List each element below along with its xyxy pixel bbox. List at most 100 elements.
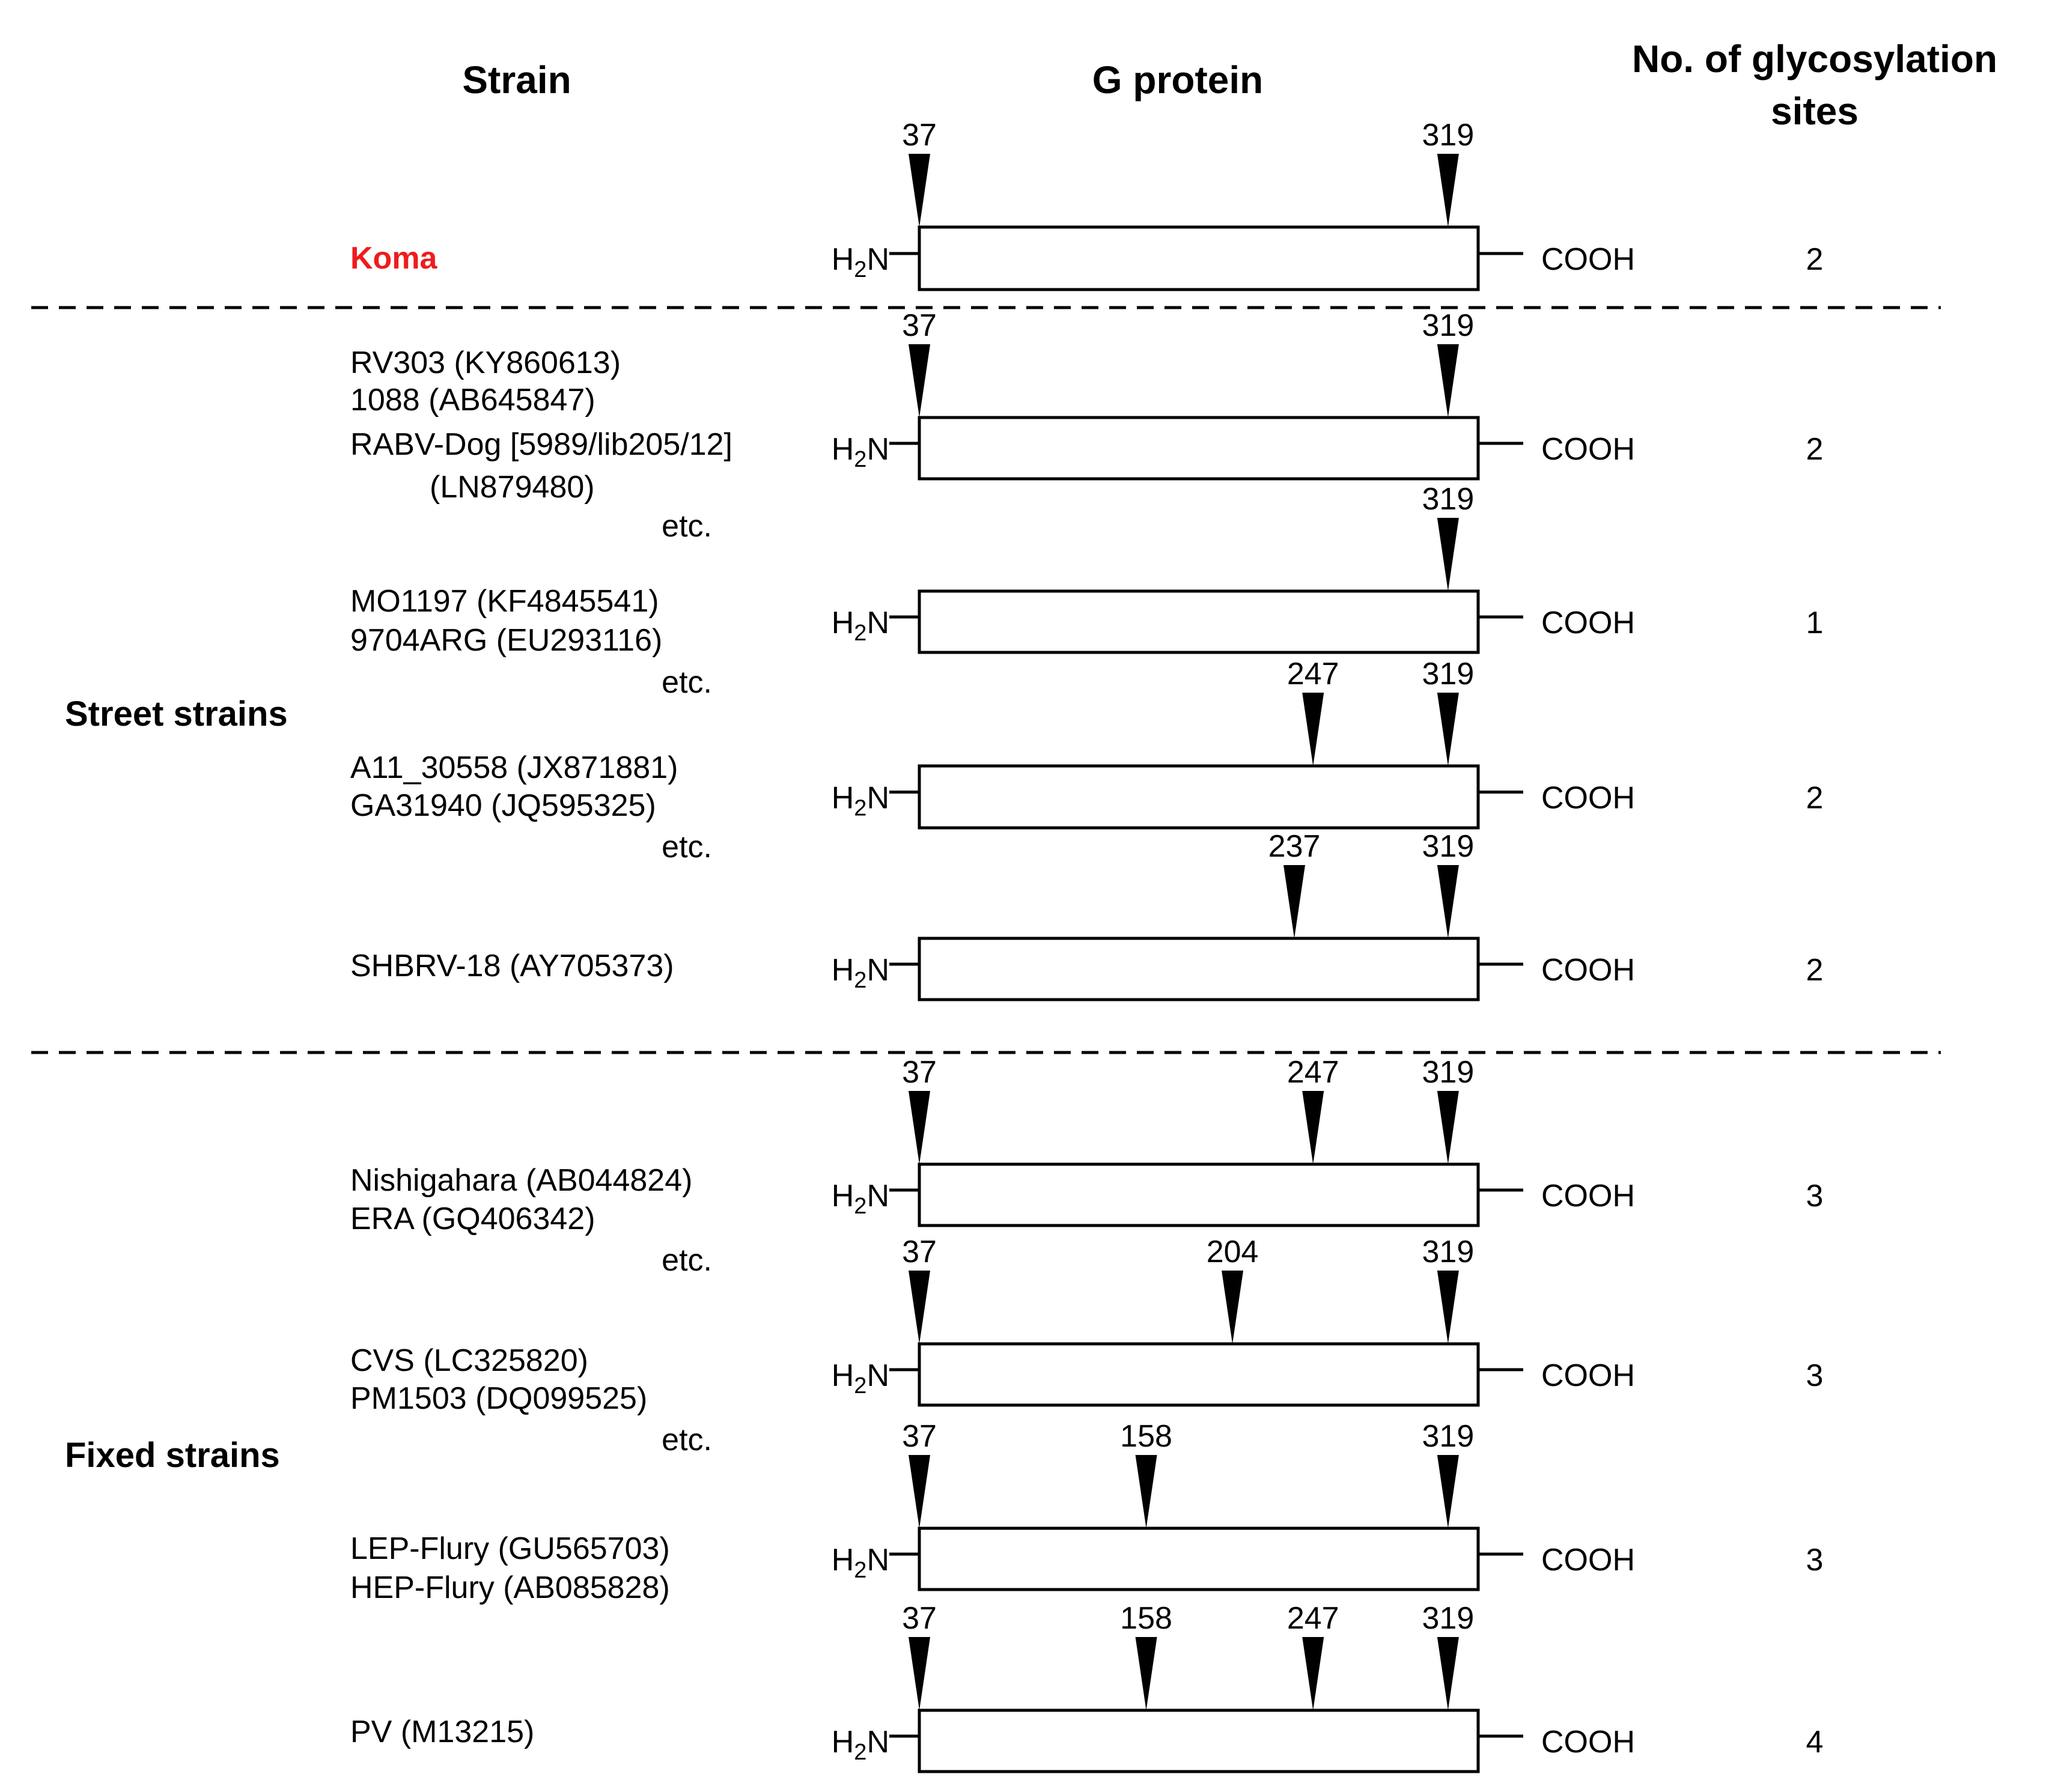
protein-row: LEP-Flury (GU565703) HEP-Flury (AB085828)… (350, 1419, 1823, 1605)
glycosylation-site-marker (1302, 1091, 1324, 1164)
glycosylation-site-label: 204 (1207, 1235, 1259, 1269)
glycosylation-site-label: 37 (902, 1055, 937, 1090)
glycosylation-site-label: 247 (1287, 1055, 1339, 1090)
glycosylation-site-label: 319 (1422, 1419, 1474, 1454)
glycosylation-site-marker (909, 1091, 931, 1164)
strain-label: etc. (662, 830, 712, 864)
strain-label: HEP-Flury (AB085828) (350, 1570, 670, 1605)
header-sites-line2: sites (1771, 90, 1859, 133)
c-terminus-label: COOH (1541, 1179, 1635, 1213)
glycosylation-site-marker (1437, 154, 1459, 227)
glycosylation-site-label: 319 (1422, 118, 1474, 153)
g-protein-bar (918, 764, 1480, 830)
site-count: 2 (1806, 242, 1824, 277)
c-terminus-label: COOH (1541, 432, 1635, 467)
g-protein-bar (918, 937, 1480, 1001)
site-count: 2 (1806, 953, 1824, 988)
header-g-protein: G protein (1092, 58, 1263, 102)
n-terminus-label: H2N (832, 1179, 889, 1219)
glycosylation-site-label: 319 (1422, 657, 1474, 691)
protein-row: Nishigahara (AB044824)ERA (GQ406342)etc.… (350, 1055, 1823, 1278)
protein-row: Koma H2N COOH 37 319 2 (350, 118, 1824, 291)
glycosylation-site-label: 158 (1120, 1419, 1172, 1454)
n-terminus-label: H2N (832, 242, 889, 282)
n-terminus-label: H2N (832, 606, 889, 646)
glycosylation-site-marker (1135, 1455, 1157, 1528)
header-strain: Strain (462, 58, 571, 102)
strain-label: RABV-Dog [5989/lib205/12] (350, 427, 732, 462)
glycosylation-site-marker (1283, 865, 1306, 938)
protein-row: MO1197 (KF4845541)9704ARG (EU293116)etc.… (350, 482, 1823, 700)
strain-label: CVS (LC325820) (350, 1343, 588, 1378)
header-sites-line1: No. of glycosylation (1632, 37, 1997, 80)
strain-label: PV (M13215) (350, 1715, 534, 1749)
glycosylation-site-marker (909, 1637, 931, 1710)
protein-row: RV303 (KY860613)1088 (AB645847) RABV-Dog … (350, 308, 1823, 544)
glycosylation-site-label: 37 (902, 118, 937, 153)
strain-label: GA31940 (JQ595325) (350, 788, 656, 823)
strain-label: etc. (662, 665, 712, 700)
strain-label: 1088 (AB645847) (350, 383, 595, 418)
group-label-fixed: Fixed strains (65, 1436, 280, 1475)
glycosylation-site-marker (909, 1271, 931, 1344)
glycosylation-site-marker (1302, 693, 1324, 766)
glycosylation-site-marker (1437, 865, 1459, 938)
glycosylation-site-label: 319 (1422, 829, 1474, 864)
strain-label: (LN879480) (430, 470, 595, 505)
n-terminus-label: H2N (832, 432, 889, 472)
site-count: 2 (1806, 432, 1824, 467)
g-protein-bar (918, 225, 1480, 291)
c-terminus-label: COOH (1541, 953, 1635, 988)
n-terminus-label: H2N (832, 781, 889, 821)
n-terminus-label: H2N (832, 1725, 889, 1765)
glycosylation-site-label: 319 (1422, 1055, 1474, 1090)
strain-label: ERA (GQ406342) (350, 1201, 595, 1236)
site-count: 2 (1806, 781, 1824, 816)
strain-label: RV303 (KY860613) (350, 345, 621, 380)
glycosylation-site-marker (909, 154, 931, 227)
site-count: 3 (1806, 1358, 1824, 1393)
glycosylation-site-label: 158 (1120, 1601, 1172, 1636)
glycosylation-site-label: 247 (1287, 1601, 1339, 1636)
c-terminus-label: COOH (1541, 606, 1635, 640)
glycosylation-site-marker (1437, 1271, 1459, 1344)
glycosylation-site-label: 37 (902, 1419, 937, 1454)
glycosylation-site-label: 247 (1287, 657, 1339, 691)
strain-label: etc. (662, 1423, 712, 1457)
strain-label: 9704ARG (EU293116) (350, 623, 662, 658)
n-terminus-label: H2N (832, 1543, 889, 1583)
strain-label: MO1197 (KF4845541) (350, 584, 659, 619)
glycosylation-site-label: 319 (1422, 1601, 1474, 1636)
g-protein-bar (918, 1342, 1480, 1407)
glycosylation-site-label: 319 (1422, 1235, 1474, 1269)
site-count: 1 (1806, 606, 1824, 640)
strain-label: PM1503 (DQ099525) (350, 1381, 647, 1416)
strain-label: etc. (662, 509, 712, 544)
glycosylation-site-marker (1437, 344, 1459, 418)
strain-label: Nishigahara (AB044824) (350, 1163, 692, 1198)
g-protein-bar (918, 416, 1480, 481)
c-terminus-label: COOH (1541, 781, 1635, 816)
group-label-street: Street strains (65, 694, 288, 734)
glycosylation-site-label: 37 (902, 1601, 937, 1636)
site-count: 3 (1806, 1543, 1824, 1578)
g-protein-bar (918, 1162, 1480, 1227)
glycosylation-site-label: 37 (902, 308, 937, 343)
glycosylation-site-marker (909, 344, 931, 418)
glycosylation-site-marker (1302, 1637, 1324, 1710)
glycosylation-site-marker (1437, 1091, 1459, 1164)
glycosylation-site-marker (1437, 518, 1459, 591)
site-count: 4 (1806, 1725, 1824, 1760)
glycosylation-site-marker (1437, 1455, 1459, 1528)
strain-label: Koma (350, 241, 438, 276)
n-terminus-label: H2N (832, 953, 889, 993)
g-protein-bar (918, 1708, 1480, 1773)
strain-label: A11_30558 (JX871881) (350, 750, 678, 785)
c-terminus-label: COOH (1541, 242, 1635, 277)
c-terminus-label: COOH (1541, 1358, 1635, 1393)
strain-label: LEP-Flury (GU565703) (350, 1531, 670, 1566)
